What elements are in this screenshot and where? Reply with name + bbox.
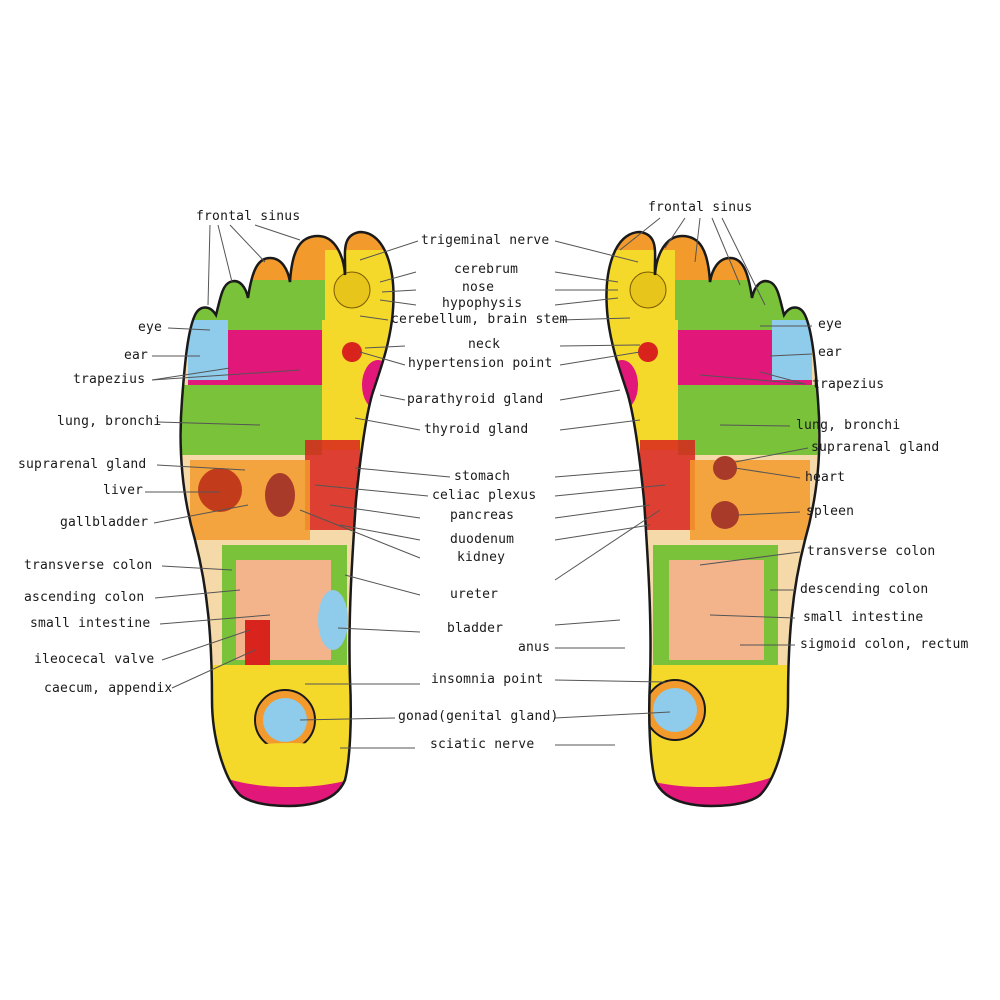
right-transverse-colon-label: transverse colon	[807, 544, 936, 559]
insomnia-point-label: insomnia point	[431, 672, 544, 687]
left-trapezius-label: trapezius	[73, 372, 146, 387]
pancreas-label: pancreas	[450, 508, 515, 523]
gonad-label: gonad(genital gland)	[398, 709, 559, 724]
left-frontal-sinus-label: frontal sinus	[196, 209, 301, 224]
liver-label: liver	[103, 483, 144, 498]
anus-label: anus	[518, 640, 551, 655]
stomach-label: stomach	[454, 469, 511, 484]
right-lung-bronchi-label: lung, bronchi	[796, 418, 901, 433]
trigeminal-nerve-label: trigeminal nerve	[421, 233, 550, 248]
leader-lines	[145, 217, 813, 749]
left-ear-label: ear	[124, 348, 149, 363]
spleen-label: spleen	[806, 504, 855, 519]
right-eye-label: eye	[818, 317, 843, 332]
left-small-intestine-label: small intestine	[30, 616, 151, 631]
right-ear-label: ear	[818, 345, 843, 360]
right-small-intestine-label: small intestine	[803, 610, 924, 625]
ascending-colon-label: ascending colon	[24, 590, 145, 605]
right-trapezius-label: trapezius	[812, 377, 885, 392]
gallbladder-label: gallbladder	[60, 515, 149, 530]
left-lung-bronchi-label: lung, bronchi	[57, 414, 162, 429]
right-suprarenal-gland-label: suprarenal gland	[811, 440, 940, 455]
hypertension-point-label: hypertension point	[408, 356, 553, 371]
sciatic-nerve-label: sciatic nerve	[430, 737, 535, 752]
ileocecal-valve-label: ileocecal valve	[34, 652, 155, 667]
left-eye-label: eye	[138, 320, 163, 335]
neck-label: neck	[468, 337, 501, 352]
nose-label: nose	[462, 280, 495, 295]
sigmoid-colon-rectum-label: sigmoid colon, rectum	[800, 637, 969, 652]
bladder-label: bladder	[447, 621, 504, 636]
thyroid-gland-label: thyroid gland	[424, 422, 529, 437]
ureter-label: ureter	[450, 587, 499, 602]
left-transverse-colon-label: transverse colon	[24, 558, 153, 573]
cerebrum-label: cerebrum	[454, 262, 519, 277]
caecum-appendix-label: caecum, appendix	[44, 681, 173, 696]
celiac-plexus-label: celiac plexus	[432, 488, 537, 503]
duodenum-label: duodenum	[450, 532, 515, 547]
descending-colon-label: descending colon	[800, 582, 929, 597]
left-suprarenal-gland-label: suprarenal gland	[18, 457, 147, 472]
right-frontal-sinus-label: frontal sinus	[648, 200, 753, 215]
hypophysis-label: hypophysis	[442, 296, 523, 311]
right-foot	[606, 232, 820, 806]
cerebellum-brain-stem-label: cerebellum, brain stem	[391, 312, 568, 327]
kidney-label: kidney	[457, 550, 506, 565]
heart-label: heart	[805, 470, 846, 485]
left-foot	[180, 232, 394, 806]
parathyroid-gland-label: parathyroid gland	[407, 392, 544, 407]
